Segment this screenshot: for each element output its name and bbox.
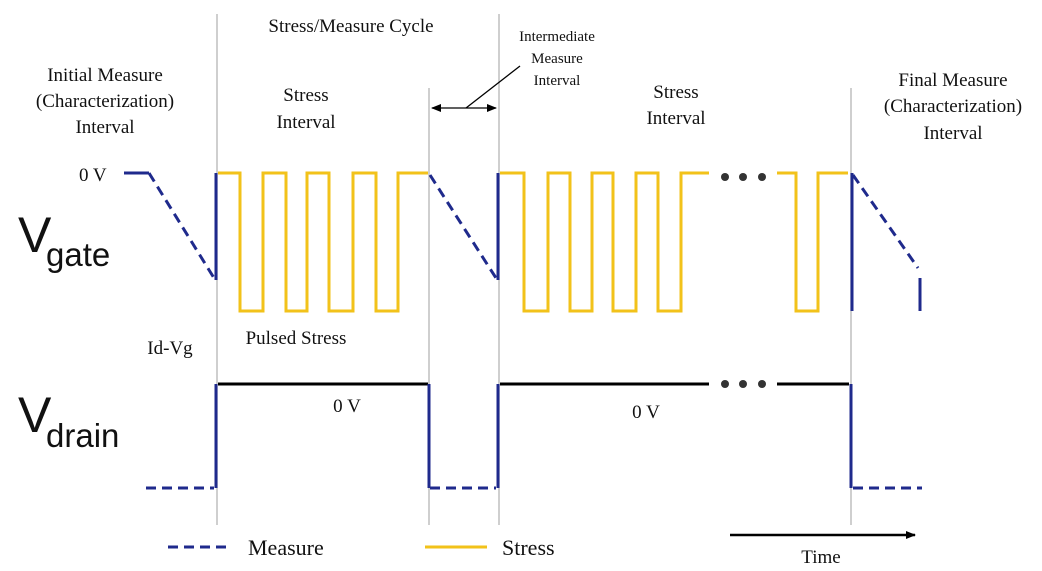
gate-stress-pulses-3: [777, 171, 848, 313]
drain-ellipsis: [721, 380, 766, 388]
initial-label-line-3: Interval: [75, 117, 134, 138]
idvg-label: Id-Vg: [147, 338, 193, 359]
vgate-axis-label: V gate: [18, 207, 110, 273]
drain-zero-volt-label-1: 0 V: [333, 396, 361, 417]
intermediate-pointer-line: [465, 65, 521, 109]
intermediate-measure-label: Intermediate Measure Interval: [519, 29, 595, 89]
gate-final-sweep: [851, 174, 920, 269]
intermediate-label-line-2: Measure: [531, 51, 583, 67]
legend: Measure Stress: [168, 535, 555, 560]
gate-zero-volt-label: 0 V: [79, 165, 107, 186]
stress-2-line-1: Stress: [653, 82, 698, 103]
vgate-label-main: V: [18, 207, 52, 263]
gate-stress-pulses-1: [218, 171, 428, 313]
gate-ellipsis: [721, 173, 766, 181]
final-label-line-2: (Characterization): [884, 96, 1022, 117]
time-label: Time: [801, 547, 840, 568]
stress-1-line-2: Interval: [276, 112, 335, 133]
intermediate-label-line-3: Interval: [534, 73, 581, 89]
stress-2-line-2: Interval: [646, 108, 705, 129]
final-measure-label: Final Measure (Characterization) Interva…: [884, 70, 1022, 144]
initial-label-line-1: Initial Measure: [47, 65, 163, 86]
initial-measure-label: Initial Measure (Characterization) Inter…: [36, 65, 174, 138]
vdrain-label-main: V: [18, 387, 52, 443]
vgate-label-sub: gate: [46, 236, 110, 273]
gate-stress-pulses-2: [500, 171, 709, 313]
drain-zero-volt-label-2: 0 V: [632, 402, 660, 423]
stress-measure-cycle-label: Stress/Measure Cycle: [268, 16, 433, 37]
intermediate-label-line-1: Intermediate: [519, 29, 595, 45]
legend-measure-label: Measure: [248, 535, 324, 560]
legend-stress-label: Stress: [502, 535, 555, 560]
vdrain-axis-label: V drain: [18, 387, 119, 454]
gate-intermediate-sweep: [428, 174, 498, 279]
initial-label-line-2: (Characterization): [36, 91, 174, 112]
final-label-line-3: Interval: [923, 123, 982, 144]
stress-1-line-1: Stress: [283, 85, 328, 106]
gate-initial-sweep: [147, 172, 216, 279]
final-label-line-1: Final Measure: [898, 70, 1007, 91]
stress-interval-label-1: Stress Interval: [276, 85, 335, 133]
stress-interval-label-2: Stress Interval: [646, 82, 705, 129]
pulsed-stress-label: Pulsed Stress: [246, 328, 347, 349]
vdrain-label-sub: drain: [46, 417, 119, 454]
